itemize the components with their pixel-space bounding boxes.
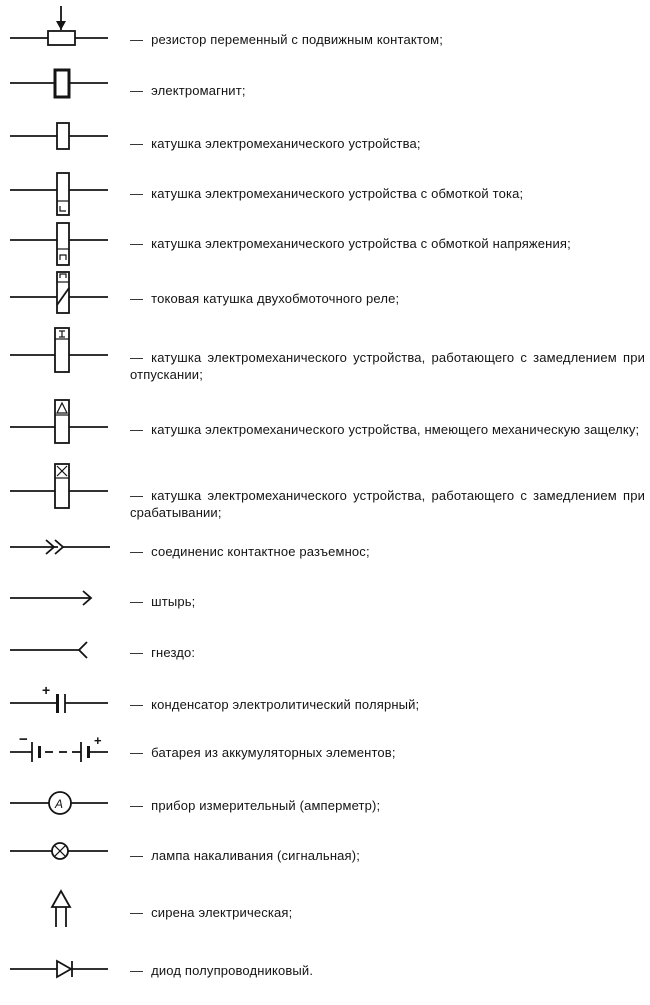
legend-row-siren: —сирена электрическая; — [0, 885, 650, 940]
socket-symbol — [10, 641, 88, 659]
legend-text-electromagnet: электромагнит; — [151, 83, 246, 98]
relay-current-coil-symbol — [10, 271, 108, 314]
legend-text-coil-slow-release: катушка электромеханического устройства,… — [130, 350, 645, 382]
legend-row-plug-socket-connection: —соединенис контактное разъемнос; — [0, 530, 650, 580]
legend-row-variable-resistor: —резистор переменный с подвижным контакт… — [0, 0, 650, 60]
legend-row-coil-current: —катушка электромеханического устройства… — [0, 170, 650, 230]
legend-text-variable-resistor: резистор переменный с подвижным контакто… — [151, 32, 444, 47]
legend-text-socket: гнездо: — [151, 645, 196, 660]
pin-symbol — [10, 590, 93, 606]
plug-socket-connection-symbol — [10, 539, 110, 555]
legend-text-coil: катушка электромеханического устройства; — [151, 136, 421, 151]
legend-row-coil: —катушка электромеханического устройства… — [0, 120, 650, 180]
legend-row-electrolytic-capacitor: + —конденсатор электролитический полярны… — [0, 680, 650, 730]
legend-row-electromagnet: —электромагнит; — [0, 60, 650, 120]
legend-text-ammeter: прибор измерительный (амперметр); — [151, 798, 381, 813]
legend-text-signal-lamp: лампа накаливания (сигнальная); — [151, 848, 360, 863]
electrolytic-capacitor-symbol: + — [10, 682, 108, 713]
legend-text-relay-current-coil: токовая катушка двухобмоточного реле; — [151, 291, 400, 306]
legend-row-coil-voltage: —катушка электромеханического устройства… — [0, 220, 650, 280]
legend-text-battery: батарея из аккумуляторных элементов; — [151, 745, 396, 760]
svg-text:+: + — [42, 682, 50, 698]
legend-row-coil-mechanical-latch: —катушка электромеханического устройства… — [0, 395, 650, 465]
legend-row-ammeter: A —прибор измерительный (амперметр); — [0, 785, 650, 835]
legend-text-coil-slow-operate: катушка электромеханического устройства,… — [130, 488, 645, 520]
electromagnet-symbol — [10, 68, 108, 99]
battery-symbol: − + — [10, 731, 108, 762]
legend-row-socket: —гнездо: — [0, 630, 650, 680]
legend-row-relay-current-coil: —токовая катушка двухобмоточного реле; — [0, 270, 650, 330]
legend-row-coil-slow-release: —катушка электромеханического устройства… — [0, 325, 650, 395]
legend-row-signal-lamp: —лампа накаливания (сигнальная); — [0, 835, 650, 885]
diode-symbol — [10, 959, 108, 979]
coil-slow-release-symbol — [10, 327, 108, 373]
legend-text-coil-voltage: катушка электромеханического устройства … — [151, 236, 571, 251]
coil-voltage-symbol — [10, 222, 108, 266]
coil-mechanical-latch-symbol — [10, 399, 108, 444]
ammeter-symbol: A — [10, 791, 108, 815]
legend-text-diode: диод полупроводниковый. — [151, 963, 314, 978]
legend-text-siren: сирена электрическая; — [151, 905, 293, 920]
coil-slow-operate-symbol — [10, 463, 108, 509]
svg-text:A: A — [54, 797, 63, 811]
legend-row-battery: − + —батарея из аккумуляторных элементов… — [0, 730, 650, 785]
coil-symbol — [10, 122, 108, 150]
legend-text-coil-mechanical-latch: катушка электромеханического устройства,… — [151, 422, 640, 437]
variable-resistor-symbol — [10, 6, 108, 46]
legend-text-plug-socket-connection: соединенис контактное разъемнос; — [151, 544, 370, 559]
legend-text-coil-current: катушка электромеханического устройства … — [151, 186, 524, 201]
legend-row-diode: —диод полупроводниковый. — [0, 945, 650, 995]
svg-text:+: + — [94, 733, 102, 748]
legend-row-coil-slow-operate: —катушка электромеханического устройства… — [0, 460, 650, 535]
siren-symbol — [50, 889, 72, 927]
coil-current-symbol — [10, 172, 108, 216]
signal-lamp-symbol — [10, 842, 108, 860]
legend-text-pin: штырь; — [151, 594, 196, 609]
legend-row-pin: —штырь; — [0, 580, 650, 630]
svg-text:−: − — [19, 731, 28, 748]
legend-text-electrolytic-capacitor: конденсатор электролитический полярный; — [151, 697, 420, 712]
